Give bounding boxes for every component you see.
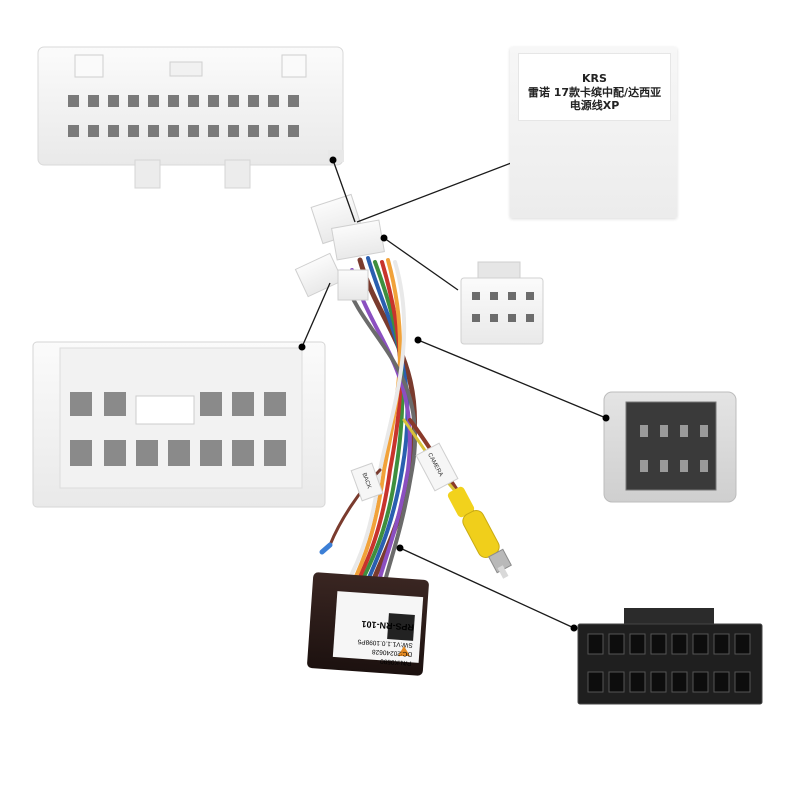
module-model: RPS-RN-101 [361, 618, 415, 633]
top-left-white-connector [37, 46, 344, 189]
product-label-card: KRS 雷诺 17款卡缤中配/达西亚 电源线XP [510, 47, 677, 218]
wire-bundle [319, 256, 482, 588]
grey-connector [603, 391, 737, 503]
label-type: 电源线XP [569, 99, 620, 112]
black-connector [577, 608, 763, 705]
pointer-lines [301, 159, 607, 629]
module-dc: DC:20240628 [371, 647, 413, 658]
module-sw: SW:V1.1.0.1098P5 [357, 637, 413, 649]
module-pn: P/N:K0590 [379, 657, 412, 667]
small-white-connector [460, 261, 544, 345]
middle-left-white-connector [32, 341, 326, 508]
module-sticker-text: P/N:K0590 DC:20240628 SW:V1.1.0.1098P5 R… [335, 607, 419, 672]
label-sticker: KRS 雷诺 17款卡缤中配/达西亚 电源线XP [518, 53, 671, 121]
label-model: 雷诺 17款卡缤中配/达西亚 [527, 86, 662, 99]
decoder-module [307, 572, 429, 676]
rca-yellow-plug [447, 486, 512, 579]
label-brand: KRS [582, 72, 607, 85]
camera-tag [415, 442, 459, 492]
harness-plugs [294, 193, 385, 301]
back-tag [350, 462, 384, 502]
